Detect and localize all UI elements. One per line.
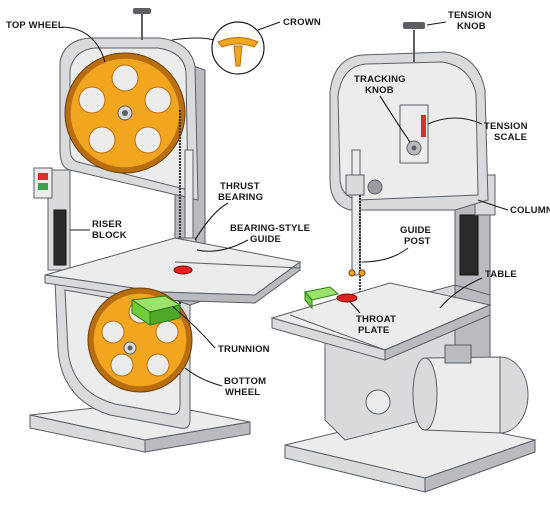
guide-post-bracket (345, 174, 365, 196)
label-column: COLUMN (510, 205, 550, 216)
leader-column (477, 199, 509, 211)
riser-block-dark-panel (53, 209, 67, 266)
label-thrust-bearing-1: THRUST (220, 181, 260, 192)
label-tension-scale-1: TENSION (484, 121, 528, 132)
top-wheel (64, 52, 186, 174)
label-bearing-guide-2: GUIDE (250, 234, 281, 245)
leader-thrust-bearing (194, 202, 229, 241)
label-bottom-wheel-1: BOTTOM (224, 376, 266, 387)
label-tension-knob-2: KNOB (457, 21, 486, 32)
label-tracking-knob-2: KNOB (365, 85, 394, 96)
label-throat-plate-1: THROAT (356, 314, 396, 325)
throat-plate (336, 293, 358, 303)
left-base-side (144, 421, 251, 453)
label-table: TABLE (485, 269, 517, 280)
crown-inset (211, 21, 265, 75)
leader-guide-post (361, 247, 409, 263)
trunnion (130, 295, 182, 326)
label-throat-plate-2: PLATE (358, 325, 389, 336)
label-tension-knob-1: TENSION (448, 10, 492, 21)
label-crown: CROWN (283, 17, 321, 28)
leader-tracking-knob (379, 95, 411, 143)
dust-port (365, 389, 391, 415)
label-riser-block-1: RISER (92, 219, 122, 230)
switch-on-button[interactable] (38, 183, 48, 190)
tension-knob-icon[interactable] (403, 22, 425, 29)
left-band-saw (29, 8, 302, 453)
label-guide-post-1: GUIDE (400, 225, 431, 236)
label-bottom-wheel-2: WHEEL (225, 387, 260, 398)
leader-tension-knob (426, 21, 447, 26)
label-guide-post-2: POST (404, 236, 431, 247)
leader-trunnion (171, 305, 216, 349)
guide-post (351, 149, 361, 276)
leader-bottom-wheel (184, 367, 223, 387)
label-trunnion: TRUNNION (218, 344, 270, 355)
label-thrust-bearing-2: BEARING (218, 192, 263, 203)
leader-throat-plate (348, 300, 361, 314)
left-guide-post (184, 149, 194, 241)
right-base-side (424, 439, 536, 493)
label-bearing-guide-1: BEARING-STYLE (230, 223, 310, 234)
left-tension-knob-icon[interactable] (133, 8, 151, 14)
callouts: TOP WHEEL CROWN THRUST BEARING RISER BLO… (6, 10, 550, 398)
leader-bearing-guide (196, 239, 249, 252)
motor (412, 344, 529, 434)
leader-top-wheel (61, 26, 106, 63)
right-band-saw (270, 22, 537, 493)
label-top-wheel: TOP WHEEL (6, 20, 64, 31)
switch-off-button[interactable] (38, 173, 48, 180)
leader-crown (257, 21, 281, 31)
right-riser-dark-panel (459, 214, 479, 276)
guide-post-lock-knob-icon[interactable] (367, 179, 383, 195)
leader-crown-wheel (171, 37, 215, 41)
tension-scale-indicator (421, 115, 426, 137)
label-riser-block-2: BLOCK (92, 230, 127, 241)
leader-tension-scale (427, 117, 483, 125)
label-tension-scale-2: SCALE (494, 132, 527, 143)
left-throat-plate (173, 265, 193, 275)
right-table (270, 282, 492, 361)
leader-table (439, 277, 483, 309)
label-tracking-knob-1: TRACKING (354, 74, 406, 85)
